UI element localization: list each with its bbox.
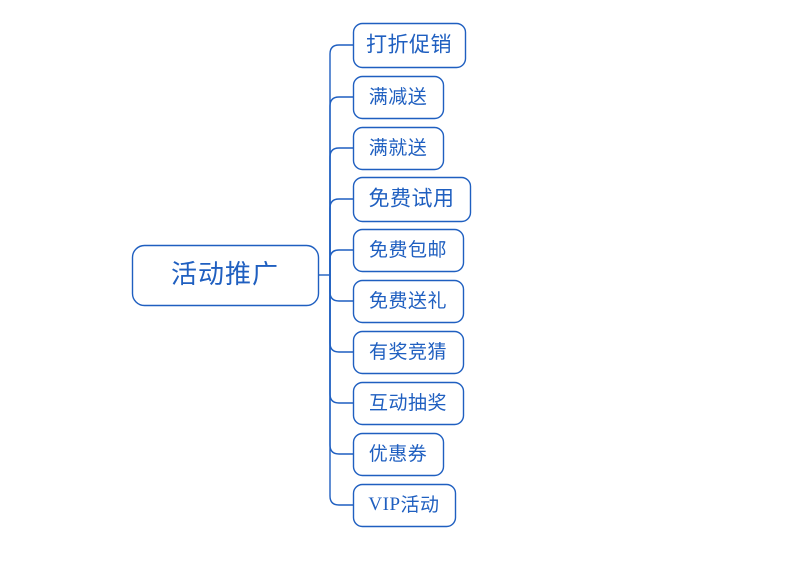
root-node-label: 活动推广: [171, 259, 279, 289]
child-node-9[interactable]: 优惠券: [352, 432, 445, 477]
branch-connector: [329, 44, 353, 275]
child-node-10[interactable]: VIP活动: [352, 483, 457, 528]
child-node-label: 优惠券: [369, 443, 428, 465]
branch-connector: [329, 96, 353, 275]
child-node-4[interactable]: 免费试用: [352, 176, 472, 223]
child-node-label: 免费试用: [369, 188, 455, 211]
branch-connector: [329, 275, 353, 455]
branch-connector: [329, 275, 353, 404]
branch-connector: [329, 249, 353, 275]
child-node-7[interactable]: 有奖竞猜: [352, 330, 465, 375]
child-node-label: 满减送: [369, 86, 428, 108]
child-node-label: 免费送礼: [369, 290, 447, 312]
child-node-8[interactable]: 互动抽奖: [352, 381, 465, 426]
child-node-label: 打折促销: [366, 34, 452, 57]
branch-connector: [329, 275, 353, 506]
child-node-6[interactable]: 免费送礼: [352, 279, 465, 324]
child-node-label: VIP活动: [368, 494, 439, 516]
child-node-label: 互动抽奖: [369, 392, 447, 414]
child-node-5[interactable]: 免费包邮: [352, 228, 465, 273]
branch-connector: [329, 198, 353, 275]
connector-group: [318, 44, 353, 506]
branch-connector: [329, 275, 353, 353]
branch-connector: [329, 147, 353, 275]
child-node-1[interactable]: 打折促销: [352, 22, 467, 69]
child-node-label: 满就送: [369, 137, 428, 159]
child-node-label: 免费包邮: [369, 239, 447, 261]
child-node-label: 有奖竞猜: [369, 341, 447, 363]
child-node-3[interactable]: 满就送: [352, 126, 445, 171]
root-node[interactable]: 活动推广: [131, 244, 320, 307]
child-node-2[interactable]: 满减送: [352, 75, 445, 120]
branch-connector: [329, 275, 353, 302]
